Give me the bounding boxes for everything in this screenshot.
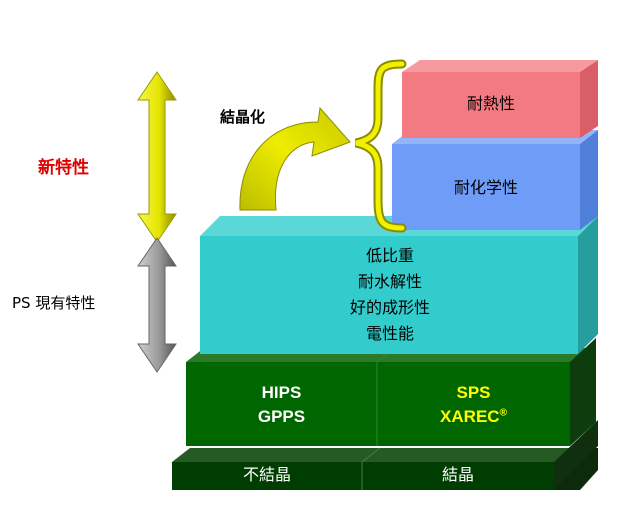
xarec-label: XAREC	[440, 407, 500, 426]
chemical-resistance-label: 耐化学性	[453, 178, 518, 197]
yellow-double-arrow	[137, 71, 177, 243]
teal-line-electrical: 電性能	[365, 324, 414, 343]
non-crystalline-label: 不結晶	[242, 465, 291, 484]
crystalline-label: 結晶	[441, 465, 474, 484]
new-properties-label: 新特性	[38, 158, 89, 178]
heat-resistance-label: 耐熱性	[466, 94, 515, 113]
crystallization-label: 結晶化	[220, 108, 266, 126]
gray-double-arrow	[137, 237, 177, 373]
base-slab	[172, 420, 598, 490]
xarec-line: XAREC®	[377, 408, 570, 425]
gpps-label: GPPS	[257, 407, 306, 426]
curly-brace	[354, 59, 407, 233]
teal-line-moldability: 好的成形性	[349, 298, 430, 317]
registered-mark: ®	[499, 407, 507, 419]
existing-properties-label: PS 現有特性	[12, 294, 96, 312]
teal-block	[200, 216, 598, 354]
teal-line-low-density: 低比重	[365, 246, 414, 265]
sps-label: SPS	[456, 383, 491, 402]
heat-block	[402, 60, 598, 138]
hips-label: HIPS	[261, 383, 302, 402]
crystallization-arrow	[239, 106, 351, 211]
teal-line-hydrolysis: 耐水解性	[357, 272, 422, 291]
